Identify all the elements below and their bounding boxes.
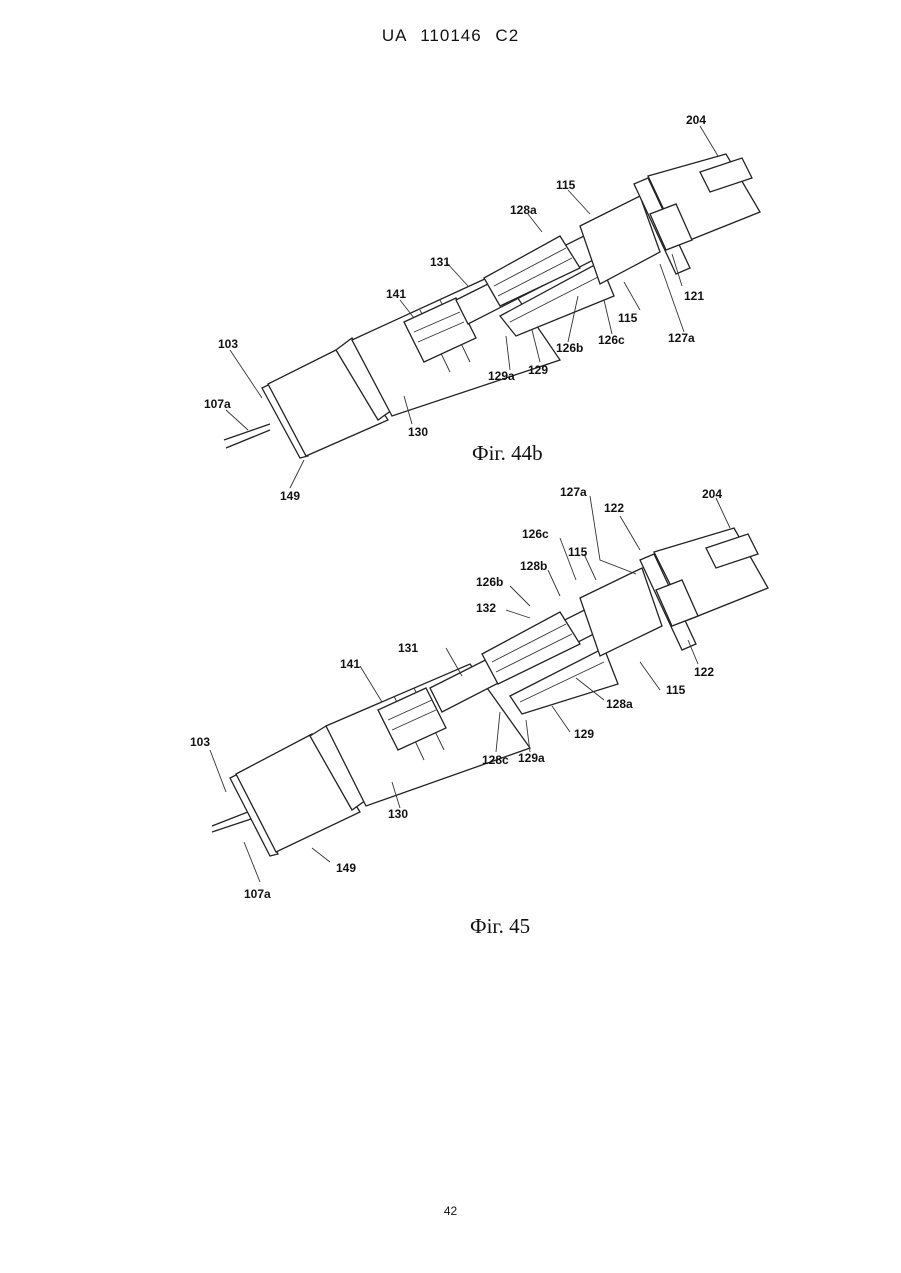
figure-caption: Фіг. 45 (470, 914, 530, 939)
figure-caption: Фіг. 44b (472, 441, 543, 466)
label-127a: 127a (668, 331, 695, 345)
label-129: 129 (574, 727, 594, 741)
label-149: 149 (336, 861, 356, 875)
label-129: 129 (528, 363, 548, 377)
label-129a: 129a (488, 369, 515, 383)
figure-45-drawing: 127a 204 122 126c 115 128b 126b 132 131 … (0, 478, 901, 908)
page-number: 42 (0, 1204, 901, 1218)
label-128a: 128a (606, 697, 633, 711)
label-130: 130 (408, 425, 428, 439)
label-127a: 127a (560, 485, 587, 499)
label-141: 141 (386, 287, 406, 301)
label-131: 131 (398, 641, 418, 655)
label-126b: 126b (556, 341, 583, 355)
label-107a: 107a (204, 397, 231, 411)
label-121: 121 (684, 289, 704, 303)
patent-header: UA 110146 C2 (0, 26, 901, 46)
label-122: 122 (694, 665, 714, 679)
label-131: 131 (430, 255, 450, 269)
label-103: 103 (218, 337, 238, 351)
figure-44b-drawing: 204 115 128a 131 141 121 115 126c 127a 1… (0, 100, 901, 500)
label-115: 115 (556, 178, 576, 192)
label-115: 115 (568, 545, 588, 559)
label-132: 132 (476, 601, 496, 615)
label-115: 115 (618, 311, 638, 325)
figure-44b: 204 115 128a 131 141 121 115 126c 127a 1… (0, 100, 901, 500)
label-103: 103 (190, 735, 210, 749)
label-126c: 126c (598, 333, 625, 347)
label-141: 141 (340, 657, 360, 671)
label-122: 122 (604, 501, 624, 515)
figure-45: 127a 204 122 126c 115 128b 126b 132 131 … (0, 478, 901, 908)
label-126c: 126c (522, 527, 549, 541)
needle (226, 430, 270, 448)
label-204: 204 (702, 487, 722, 501)
label-128a: 128a (510, 203, 537, 217)
label-130: 130 (388, 807, 408, 821)
label-115: 115 (666, 683, 686, 697)
label-126b: 126b (476, 575, 503, 589)
label-128b: 128b (520, 559, 547, 573)
label-129a: 129a (518, 751, 545, 765)
label-107a: 107a (244, 887, 271, 901)
label-204: 204 (686, 113, 706, 127)
label-128c: 128c (482, 753, 509, 767)
